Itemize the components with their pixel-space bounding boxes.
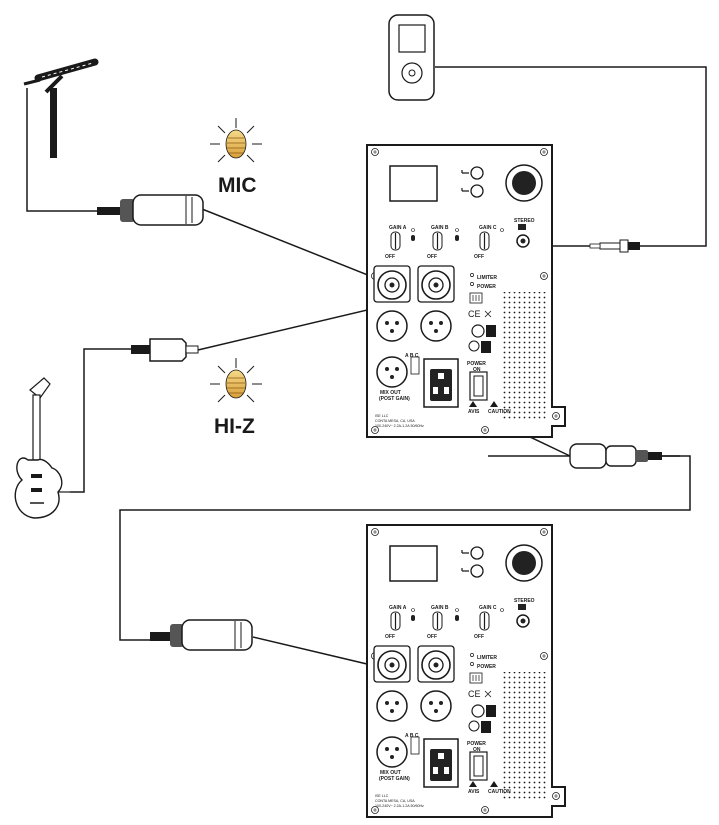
rating-label: 100-240V~ 2.2A-1.2A 50/60Hz: [375, 424, 424, 428]
stereo-label: STEREO: [514, 218, 535, 224]
power-switch-label: POWER: [467, 361, 486, 367]
jack-plug-icon: [131, 338, 199, 362]
post-gain-label: (POST GAIN): [379, 776, 410, 782]
hiz-label: HI-Z: [214, 415, 255, 438]
gain-b-label: GAIN B: [431, 605, 449, 611]
off-label-b: OFF: [427, 634, 437, 640]
mfr-label: ISE LLC: [375, 794, 389, 798]
power-led-label: POWER: [477, 284, 496, 290]
mix-out-label: MIX OUT: [380, 770, 401, 776]
speaker-panel-top: GAIN A GAIN B GAIN C STEREO OFF OFF OFF …: [366, 144, 566, 438]
microphone-icon: [23, 58, 99, 158]
gain-b-label: GAIN B: [431, 225, 449, 231]
gain-a-label: GAIN A: [389, 605, 407, 611]
hiz-lightbulb-icon: [210, 358, 262, 403]
rating-label: 100-240V~ 2.2A-1.2A 50/60Hz: [375, 804, 424, 808]
limiter-label: LIMITER: [477, 275, 497, 281]
caution-label: CAUTION: [488, 409, 511, 415]
avis-label: AVIS: [468, 409, 480, 415]
mfr-label: ISE LLC: [375, 414, 389, 418]
speaker-panel-bottom: GAIN A GAIN B GAIN C STEREO OFF OFF OFF …: [366, 524, 566, 818]
guitar-icon: [14, 377, 70, 519]
gain-a-label: GAIN A: [389, 225, 407, 231]
xlr-plug-lower-icon: [150, 619, 253, 651]
power-led-label: POWER: [477, 664, 496, 670]
link-xlr-icon: [569, 443, 662, 469]
off-label-c: OFF: [474, 634, 484, 640]
address-label: CONTA MESA, CA, USA: [375, 419, 415, 423]
limiter-label: LIMITER: [477, 655, 497, 661]
caution-label: CAUTION: [488, 789, 511, 795]
mic-lightbulb-icon: [210, 118, 262, 163]
gain-c-label: GAIN C: [479, 225, 497, 231]
on-label: ON: [473, 367, 481, 373]
on-label: ON: [473, 747, 481, 753]
stereo-label: STEREO: [514, 598, 535, 604]
abc-label: A B C: [405, 353, 419, 359]
media-player-icon: [388, 14, 435, 101]
address-label: CONTA MESA, CA, USA: [375, 799, 415, 803]
off-label-b: OFF: [427, 254, 437, 260]
mix-out-label: MIX OUT: [380, 390, 401, 396]
off-label-a: OFF: [385, 254, 395, 260]
gain-c-label: GAIN C: [479, 605, 497, 611]
mic-label: MIC: [218, 174, 257, 197]
off-label-a: OFF: [385, 634, 395, 640]
mini-jack-plug-icon: [589, 239, 640, 253]
avis-label: AVIS: [468, 789, 480, 795]
xlr-plug-icon: [97, 194, 204, 226]
post-gain-label: (POST GAIN): [379, 396, 410, 402]
abc-label: A B C: [405, 733, 419, 739]
power-switch-label: POWER: [467, 741, 486, 747]
off-label-c: OFF: [474, 254, 484, 260]
